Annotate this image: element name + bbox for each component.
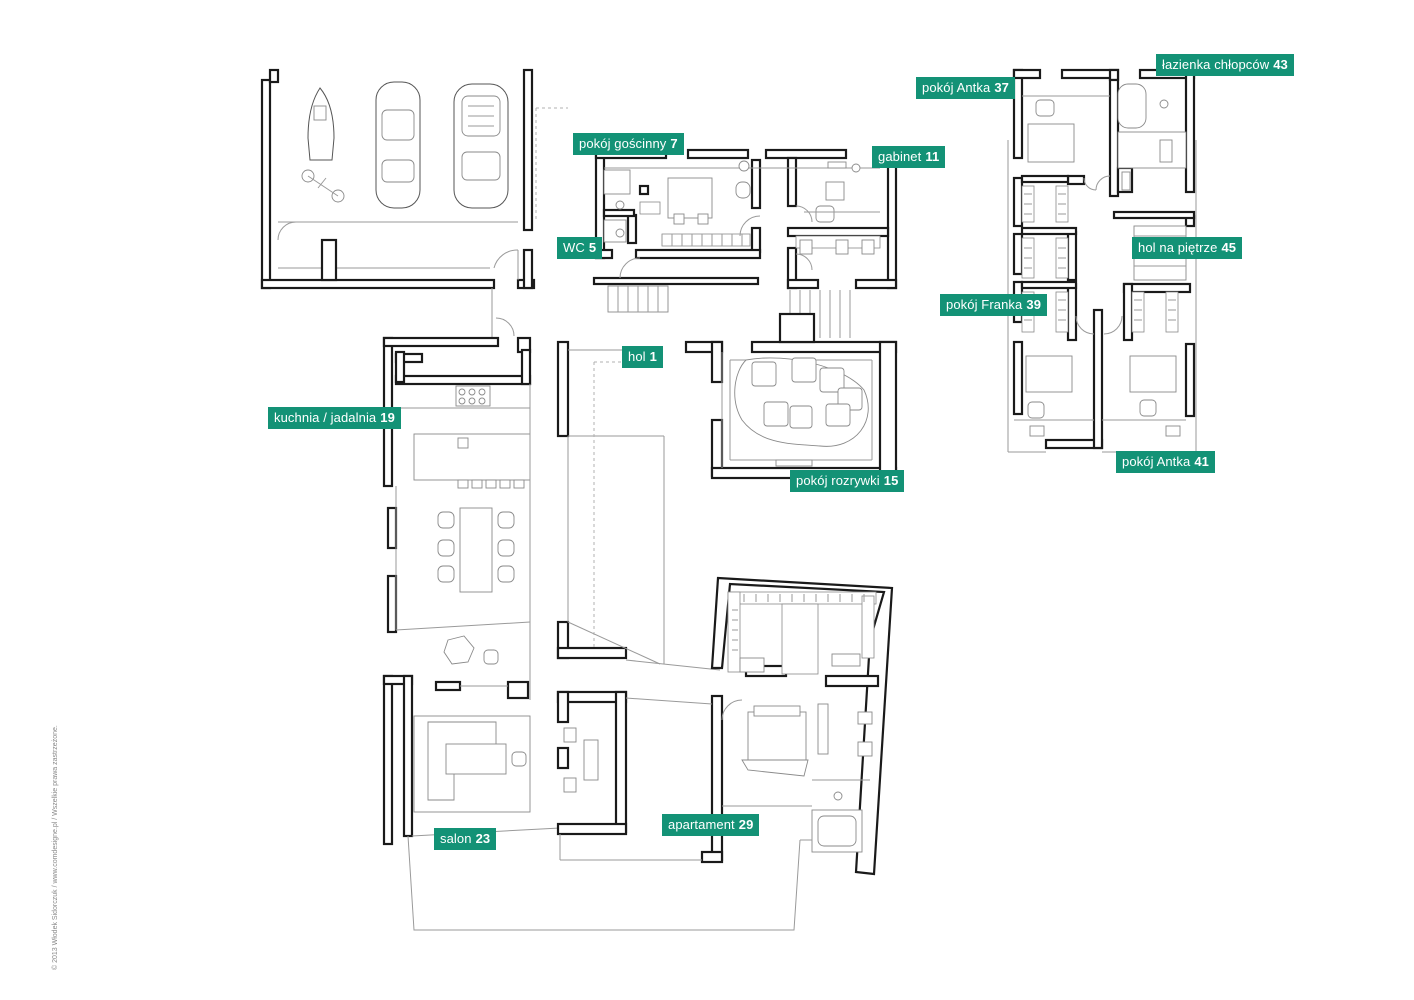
main-house bbox=[382, 288, 898, 931]
room-name: pokój Antka bbox=[1122, 454, 1191, 469]
room-name: łazienka chłopców bbox=[1162, 57, 1270, 72]
room-name: gabinet bbox=[878, 149, 922, 164]
room-number: 15 bbox=[883, 473, 899, 488]
guest-office-wing bbox=[592, 148, 898, 338]
room-number: 23 bbox=[475, 831, 491, 846]
room-number: 11 bbox=[925, 149, 940, 164]
copyright-note: © 2013 Włodek Sidorczuk / www.comdesigne… bbox=[52, 725, 59, 970]
room-name: pokój gościnny bbox=[579, 136, 667, 151]
room-number: 37 bbox=[994, 80, 1009, 95]
room-number: 29 bbox=[738, 817, 754, 832]
room-name: pokój Antka bbox=[922, 80, 991, 95]
room-number: 19 bbox=[380, 410, 395, 425]
room-name: apartament bbox=[668, 817, 735, 832]
room-name: pokój rozrywki bbox=[796, 473, 880, 488]
room-number: 41 bbox=[1194, 454, 1209, 469]
room-number: 1 bbox=[649, 349, 657, 364]
upper-floor bbox=[1007, 68, 1197, 453]
room-number: 7 bbox=[670, 136, 678, 151]
room-number: 43 bbox=[1273, 57, 1288, 72]
room-number: 45 bbox=[1221, 240, 1237, 255]
room-name: hol bbox=[628, 349, 646, 364]
room-number: 39 bbox=[1026, 297, 1042, 312]
room-name: WC bbox=[563, 240, 585, 255]
room-name: salon bbox=[440, 831, 472, 846]
garage bbox=[260, 68, 568, 290]
apartment bbox=[556, 576, 894, 876]
room-number: 5 bbox=[588, 240, 597, 255]
room-name: hol na piętrze bbox=[1138, 240, 1218, 255]
room-name: pokój Franka bbox=[946, 297, 1023, 312]
room-name: kuchnia / jadalnia bbox=[274, 410, 377, 425]
